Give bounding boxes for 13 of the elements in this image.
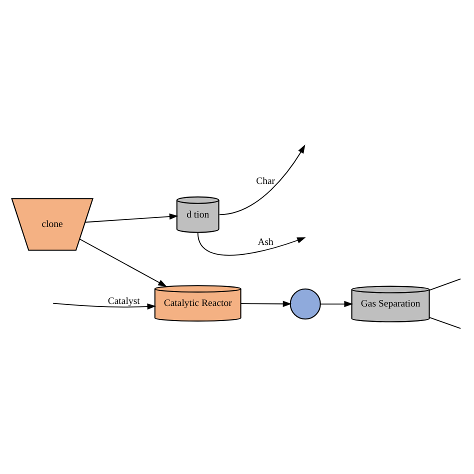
edge-label: Ash (258, 236, 274, 248)
arrow (197, 232, 306, 256)
arrow (219, 144, 306, 216)
connector (429, 317, 462, 329)
arrow (84, 213, 178, 223)
edge-label: Catalyst (108, 296, 140, 308)
arrow (240, 300, 292, 307)
node-circle (290, 288, 321, 320)
connector (429, 278, 462, 291)
arrow (52, 302, 156, 310)
edge-label: Char (256, 176, 276, 188)
arrow (79, 238, 167, 287)
arrow (320, 300, 354, 308)
